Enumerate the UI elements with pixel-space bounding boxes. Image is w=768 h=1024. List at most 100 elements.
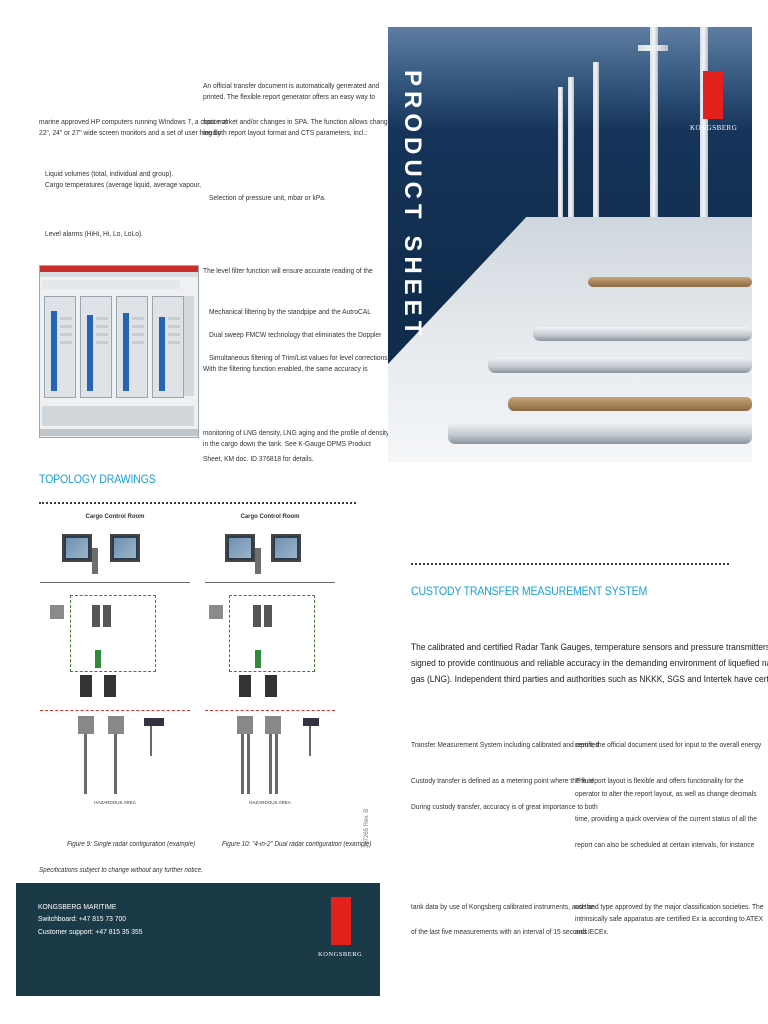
- footer-panel: [16, 883, 380, 996]
- cts-right-line-7: intrinsically safe apparatus are certifi…: [575, 914, 764, 923]
- ship-mast: [568, 77, 574, 307]
- deck-pipe: [448, 422, 752, 444]
- topology-diagram-single: Cargo Control Room HAZARDOUS AREA: [40, 510, 190, 810]
- cts-left-line-2: Custody transfer is defined as a meterin…: [411, 776, 594, 785]
- screenshot-toolbar: [40, 272, 198, 277]
- cts-right-line-1: report; the official document used for i…: [575, 740, 762, 749]
- density-line-3: Sheet, KM doc. ID 376818 for details.: [203, 454, 314, 463]
- probe-icon: [275, 734, 278, 794]
- tank-gauge-3: [116, 296, 148, 398]
- kongsberg-logo-icon: [703, 71, 723, 119]
- simultaneous-line-1: Simultaneous filtering of Trim/List valu…: [209, 353, 390, 362]
- tank-gauge-1: [44, 296, 76, 398]
- col2-line-3: spot market and/or changes in SPA. The f…: [203, 117, 388, 126]
- cabinet-boundary: [70, 595, 156, 672]
- hazard-boundary: [40, 710, 190, 711]
- cts-heading: CUSTODY TRANSFER MEASUREMENT SYSTEM: [411, 586, 648, 598]
- module-icon: [104, 675, 116, 697]
- change-notice: Specifications subject to change without…: [39, 867, 203, 874]
- module-icon: [95, 650, 101, 668]
- computer-icon: [255, 548, 261, 574]
- cts-right-line-8: and IECEx.: [575, 927, 609, 936]
- cabinet-icon: [253, 605, 261, 627]
- module-icon: [255, 650, 261, 668]
- section-divider: [411, 563, 729, 565]
- intro-line-2: 22", 24" or 27" wide screen monitors and…: [39, 128, 221, 137]
- deck-pipe-orange: [508, 397, 752, 411]
- monitor-icon: [62, 534, 92, 562]
- section-divider: [39, 502, 356, 504]
- cts-right-line-5: report can also be scheduled at certain …: [575, 840, 755, 849]
- screenshot-header: [42, 280, 180, 289]
- density-line-2: in the cargo down the tank. See K-Gauge …: [203, 439, 371, 448]
- col2-line-1: An official transfer document is automat…: [203, 81, 380, 90]
- density-line-1: monitoring of LNG density, LNG aging and…: [203, 428, 390, 437]
- hazardous-area-label: HAZARDOUS AREA: [249, 800, 291, 805]
- topology-diagram-dual: Cargo Control Room HAZARDOUS AREA: [205, 510, 355, 810]
- diagram-title: Cargo Control Room: [85, 514, 145, 520]
- ship-mast: [650, 27, 658, 357]
- cts-right-line-4: time, providing a quick overview of the …: [575, 814, 757, 823]
- cts-left-line-3: During custody transfer, accuracy is of …: [411, 802, 598, 811]
- panel-icon: [50, 605, 64, 619]
- probe-icon: [247, 734, 250, 794]
- ship-mast: [593, 62, 599, 322]
- kongsberg-logo-icon: [331, 897, 351, 945]
- tank-gauge-4: [152, 296, 184, 398]
- ship-mast: [638, 45, 668, 51]
- screenshot-sidebar: [184, 296, 194, 396]
- product-sheet-title: PRODUCT SHEET: [399, 70, 426, 341]
- ship-photo: [388, 27, 752, 462]
- ship-mast: [558, 87, 563, 287]
- footer-brand: KONGSBERG: [318, 951, 363, 958]
- document-id: 387265 Rev. B: [364, 808, 370, 848]
- footer-support: Customer support: +47 815 35 355: [38, 927, 143, 936]
- screenshot-titlebar: [40, 266, 198, 272]
- topology-heading: TOPOLOGY DRAWINGS: [39, 474, 156, 486]
- simultaneous-line-2: With the filtering function enabled, the…: [203, 364, 368, 373]
- module-icon: [80, 675, 92, 697]
- computer-icon: [92, 548, 98, 574]
- cabinet-icon: [264, 605, 272, 627]
- cts-right-line-2: The report layout is flexible and offers…: [575, 776, 744, 785]
- probe-icon: [269, 734, 272, 794]
- radar-head-icon: [237, 716, 253, 734]
- module-icon: [265, 675, 277, 697]
- screenshot-statusbar: [40, 429, 198, 436]
- monitor-icon: [225, 534, 255, 562]
- probe-icon: [84, 734, 87, 794]
- network-line: [40, 582, 190, 583]
- deck-pipe: [533, 327, 752, 341]
- hazardous-area-label: HAZARDOUS AREA: [94, 800, 136, 805]
- radar-head-icon: [265, 716, 281, 734]
- panel-icon: [209, 605, 223, 619]
- cts-right-line-6: use and type approved by the major class…: [575, 902, 764, 911]
- level-filter-line: The level filter function will ensure ac…: [203, 266, 373, 275]
- radar-head-icon: [108, 716, 124, 734]
- transmitter-icon: [144, 718, 164, 726]
- alarm-line: Level alarms (HiHi, Hi, Lo, LoLo).: [45, 229, 143, 238]
- cts-right-line-3: operator to alter the report layout, as …: [575, 789, 757, 798]
- pressure-unit-line: Selection of pressure unit, mbar or kPa.: [209, 193, 326, 202]
- dual-sweep-line: Dual sweep FMCW technology that eliminat…: [209, 330, 382, 339]
- kongsberg-brand-text: KONGSBERG: [690, 124, 738, 132]
- transmitter-icon: [303, 718, 319, 726]
- deck-pipe-orange: [588, 277, 752, 287]
- radar-head-icon: [78, 716, 94, 734]
- sensor-icon: [150, 726, 152, 756]
- cts-left-line-4: tank data by use of Kongsberg calibrated…: [411, 902, 595, 911]
- monitor-icon: [110, 534, 140, 562]
- figure-9-caption: Figure 9: Single radar configuration (ex…: [67, 841, 196, 848]
- footer-company: KONGSBERG MARITIME: [38, 902, 117, 911]
- mechanical-filter-line: Mechanical filtering by the standpipe an…: [209, 307, 371, 316]
- list-line-2: Cargo temperatures (average liquid, aver…: [45, 180, 202, 189]
- hazard-boundary: [205, 710, 335, 711]
- probe-icon: [241, 734, 244, 794]
- sensor-icon: [309, 726, 311, 756]
- ship-mast: [700, 27, 708, 327]
- monitor-icon: [271, 534, 301, 562]
- figure-10-caption: Figure 10: "4-in-2" Dual radar configura…: [222, 841, 372, 848]
- cts-left-line-5: of the last five measurements with an in…: [411, 927, 590, 936]
- list-line-1: Liquid volumes (total, individual and gr…: [45, 169, 174, 178]
- screenshot-summary: [42, 406, 194, 426]
